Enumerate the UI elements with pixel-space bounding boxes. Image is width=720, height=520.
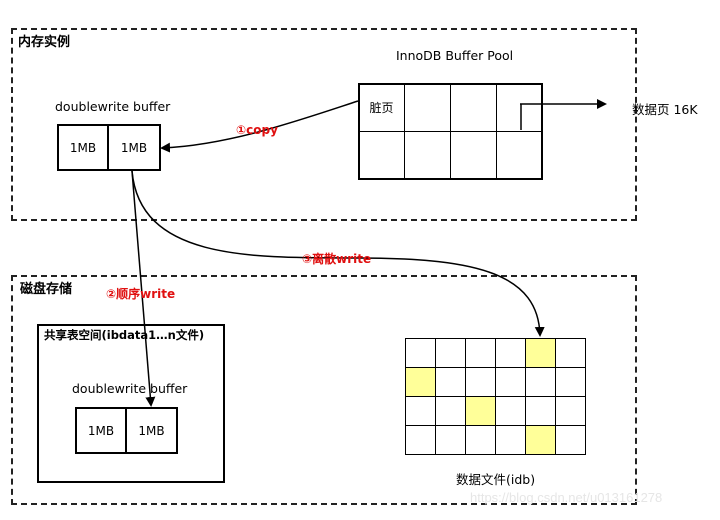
dirty-page-label: 脏页 — [369, 101, 394, 115]
buffer-pool-cell — [358, 131, 405, 180]
data-file-cell — [555, 425, 586, 455]
shared-tablespace-box — [37, 324, 225, 483]
memory-region — [11, 28, 637, 221]
watermark: https://blog.csdn.net/u013161278 — [470, 490, 663, 505]
cell-text: 1MB — [69, 140, 97, 155]
data-file-cell — [495, 425, 526, 455]
data-file-cell — [525, 367, 556, 397]
sequential-write-arrow — [131, 170, 156, 407]
data-file-cell — [555, 396, 586, 426]
buffer-pool-label: InnoDB Buffer Pool — [396, 48, 514, 63]
data-file-label: 数据文件(idb) — [456, 472, 536, 487]
copy-arrow — [160, 100, 359, 153]
cell-text: 1MB — [138, 423, 165, 438]
buffer-pool-cell — [496, 131, 543, 180]
memory-doublewrite-cell-1: 1MB — [57, 124, 109, 171]
disk-doublewrite-label: doublewrite buffer — [72, 381, 188, 396]
memory-doublewrite-label: doublewrite buffer — [55, 99, 171, 114]
cell-text: 1MB — [120, 140, 148, 155]
buffer-pool-dirty-page-cell: 脏页 — [358, 83, 405, 132]
data-file-cell — [525, 425, 556, 455]
buffer-pool-outline — [358, 83, 543, 180]
buffer-pool-cell — [450, 131, 497, 180]
discrete-write-label: ③离散write — [302, 252, 372, 266]
memory-doublewrite-cell-2: 1MB — [107, 124, 161, 171]
buffer-pool-cell — [404, 131, 451, 180]
sequential-write-label: ②顺序write — [106, 287, 176, 301]
data-page-label: 数据页 16K — [632, 102, 698, 117]
discrete-write-arrow — [131, 170, 545, 337]
data-file-cell — [465, 425, 496, 455]
data-file-cell — [405, 367, 436, 397]
shared-tablespace-label: 共享表空间(ibdata1…n文件) — [44, 328, 205, 342]
disk-doublewrite-cell-2: 1MB — [125, 407, 178, 454]
disk-region — [11, 275, 637, 505]
cell-text: 1MB — [87, 423, 115, 438]
data-file-cell — [555, 367, 586, 397]
data-file-cell — [435, 338, 466, 368]
data-file-cell — [405, 425, 436, 455]
copy-label: ①copy — [236, 123, 278, 137]
data-file-grid — [405, 338, 586, 455]
disk-region-title: 磁盘存储 — [20, 282, 73, 297]
memory-region-title: 内存实例 — [18, 35, 71, 50]
data-file-cell — [435, 367, 466, 397]
data-file-cell — [495, 338, 526, 368]
